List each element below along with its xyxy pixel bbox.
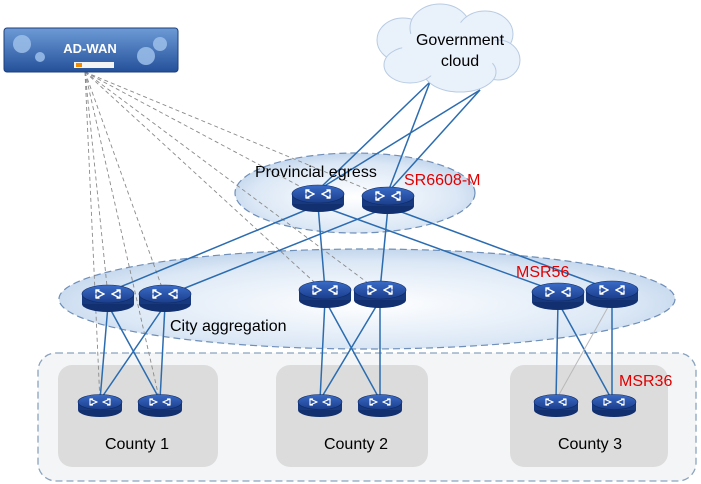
county1-router-1 xyxy=(77,393,123,418)
county1-router-2 xyxy=(137,393,183,418)
router-icon xyxy=(591,393,637,418)
network-links xyxy=(99,81,613,401)
router-icon xyxy=(291,184,345,213)
cloud-label-line1: Government xyxy=(416,32,505,49)
city-router-3 xyxy=(298,280,352,309)
router-icon xyxy=(137,393,183,418)
router-icon xyxy=(297,393,343,418)
router-icon xyxy=(77,393,123,418)
city-router-1 xyxy=(81,284,135,313)
cloud-label-line2: cloud xyxy=(441,53,479,70)
provincial-router-1 xyxy=(291,184,345,213)
core-model-label: SR6608-M xyxy=(404,172,480,189)
router-icon xyxy=(81,284,135,313)
county3-router-1 xyxy=(533,393,579,418)
router-icon xyxy=(138,284,192,313)
ad-wan-controller-icon xyxy=(3,27,179,73)
router-icon xyxy=(361,186,415,215)
router-icon xyxy=(531,282,585,311)
status-marker xyxy=(76,63,82,67)
city-router-2 xyxy=(138,284,192,313)
provincial-router-2 xyxy=(361,186,415,215)
aggregation-model-label: MSR56 xyxy=(516,264,569,281)
city-aggregation-label: City aggregation xyxy=(170,318,287,335)
county2-router-1 xyxy=(297,393,343,418)
ad-wan-controller: AD-WAN xyxy=(3,27,179,73)
county-box-1 xyxy=(58,365,218,467)
management-links xyxy=(84,71,389,403)
provincial-egress-zone xyxy=(234,152,476,234)
county-box-2 xyxy=(276,365,428,467)
county-box-3 xyxy=(510,365,668,467)
backup-link xyxy=(555,299,613,401)
county-label-2: County 2 xyxy=(324,436,388,453)
county2-router-2 xyxy=(357,393,403,418)
app-icon xyxy=(153,37,167,51)
app-icon xyxy=(13,35,31,53)
ad-wan-title: AD-WAN xyxy=(63,41,116,56)
government-cloud: Government cloud xyxy=(376,3,521,93)
city-router-4 xyxy=(353,280,407,309)
router-icon xyxy=(585,280,639,309)
city-router-6 xyxy=(585,280,639,309)
cloud-icon xyxy=(376,3,521,93)
app-icon xyxy=(137,47,155,65)
county-label-3: County 3 xyxy=(558,436,622,453)
county-label-1: County 1 xyxy=(105,436,169,453)
router-icon xyxy=(353,280,407,309)
county3-router-2 xyxy=(591,393,637,418)
status-strip xyxy=(74,62,114,68)
router-icon xyxy=(357,393,403,418)
router-icon xyxy=(298,280,352,309)
app-icon xyxy=(35,52,45,62)
router-icon xyxy=(533,393,579,418)
provincial-egress-label: Provincial egress xyxy=(255,164,377,181)
city-router-5 xyxy=(531,282,585,311)
access-model-label: MSR36 xyxy=(619,373,672,390)
